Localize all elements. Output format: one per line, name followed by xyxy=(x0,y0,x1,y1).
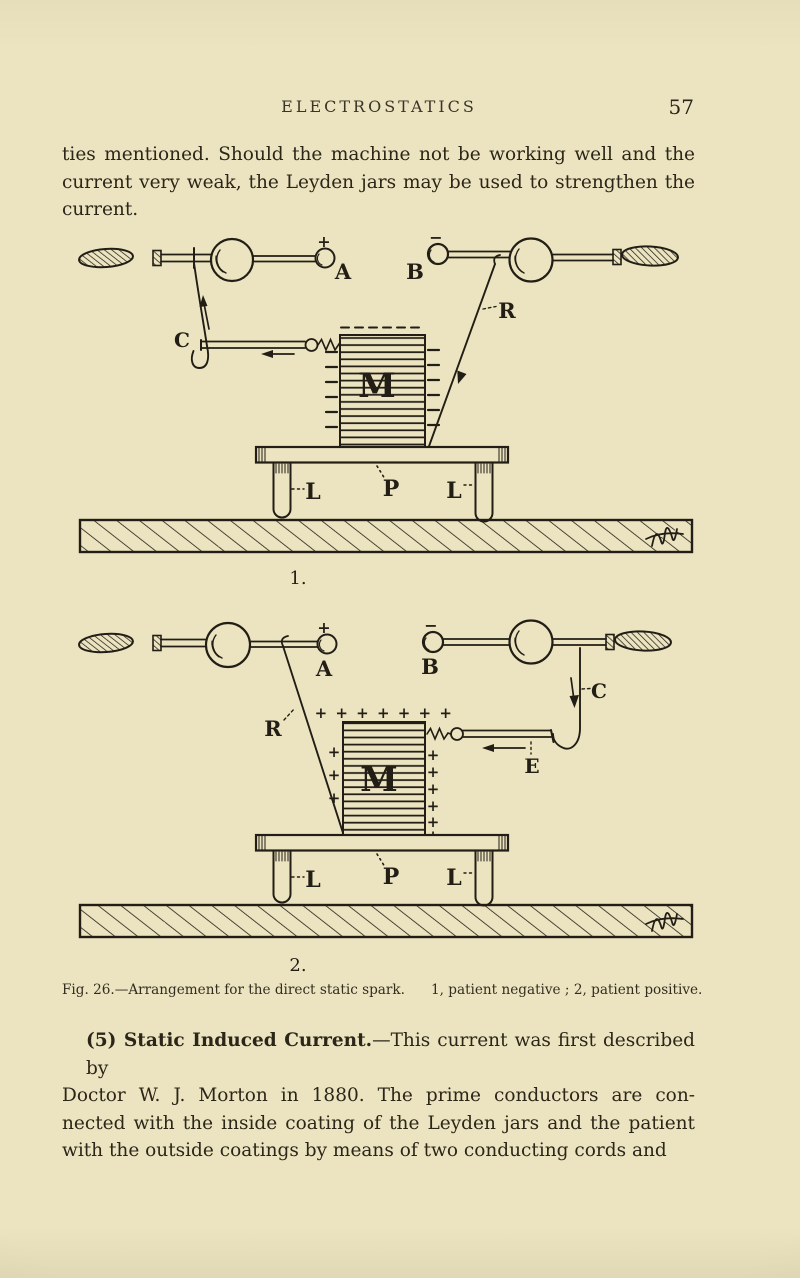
svg-text:+: + xyxy=(427,763,440,781)
label-leg-l-right: L xyxy=(446,865,461,891)
charge-sign-positive: + xyxy=(317,618,330,637)
figure-caption-key: 1, patient negative ; 2, patient positiv… xyxy=(430,982,703,998)
patient-body-block: M xyxy=(324,326,441,449)
artist-monogram xyxy=(645,912,684,932)
svg-text:+: + xyxy=(328,789,341,807)
page-number: 57 xyxy=(668,95,694,119)
negative-charge-marks-right xyxy=(426,348,441,427)
ground-floor xyxy=(78,903,694,939)
connecting-cord-r xyxy=(427,263,496,450)
page-header: ELECTROSTATICS 57 xyxy=(62,95,696,119)
cord-r: R xyxy=(264,635,344,834)
running-title: ELECTROSTATICS xyxy=(281,97,477,116)
glass-leg xyxy=(272,462,292,519)
electrode-handle xyxy=(78,247,134,269)
left-electrode: + A xyxy=(78,618,338,681)
label-electrode-a: A xyxy=(315,656,333,681)
charge-sign-negative: − xyxy=(424,616,437,635)
label-platform-p: P xyxy=(383,476,400,502)
label-cord-r: R xyxy=(264,716,282,741)
figure-caption-main: Fig. 26.—Arrangement for the direct stat… xyxy=(62,982,405,998)
label-arm-e: E xyxy=(524,754,539,778)
section-heading: (5) Static Induced Current. xyxy=(86,1030,373,1051)
positive-charge-marks-left: + + + xyxy=(328,743,341,807)
negative-charge-marks-left xyxy=(324,350,339,429)
text-line: current. xyxy=(62,199,139,221)
ground-floor xyxy=(78,518,694,554)
insulated-platform: L P L xyxy=(254,833,510,907)
spark-gap-zigzag xyxy=(317,337,341,353)
right-electrode: − B xyxy=(421,616,672,679)
electrode-handle xyxy=(621,245,679,267)
right-electrode: − B xyxy=(406,228,679,284)
handle-ferrule xyxy=(152,634,162,652)
platform-board xyxy=(254,833,510,852)
text-line: with the outside coatings by means of tw… xyxy=(62,1140,667,1162)
arrow-head xyxy=(482,744,494,752)
arm-ball xyxy=(304,338,319,352)
figure-caption: Fig. 26.—Arrangement for the direct stat… xyxy=(62,982,722,998)
text-run: —This current was first described by xyxy=(86,1030,695,1079)
diagram-number: 2. xyxy=(289,955,306,976)
svg-text:+: + xyxy=(427,813,440,831)
handle-ferrule xyxy=(612,248,622,266)
discharge-ball-a xyxy=(316,633,338,655)
label-patient-m: M xyxy=(358,366,396,406)
label-cord-r: R xyxy=(498,298,516,323)
connecting-cord-c xyxy=(552,647,581,750)
spark-gap-zigzag xyxy=(426,726,452,742)
handle-ferrule xyxy=(152,249,162,267)
label-cord-c: C xyxy=(174,328,190,352)
discharge-ball-a xyxy=(314,247,336,269)
platform-board xyxy=(254,445,510,464)
svg-text:+: + xyxy=(328,766,341,784)
arrow-head xyxy=(569,695,579,708)
cord-r: R xyxy=(427,254,516,450)
figure-diagram-1: + A C M − B xyxy=(78,228,694,589)
diagram-number: 1. xyxy=(289,568,306,589)
body-paragraph-bottom: (5) Static Induced Current.—This current… xyxy=(62,1027,695,1165)
label-leg-l-right: L xyxy=(446,478,461,504)
text-line: (5) Static Induced Current.—This current… xyxy=(62,1027,695,1082)
left-electrode: + A xyxy=(78,232,352,284)
insulated-platform: L P L xyxy=(254,445,510,523)
glass-leg xyxy=(272,850,292,904)
electrode-handle xyxy=(614,630,672,652)
discharge-ball-b xyxy=(421,630,445,654)
cord-c-and-arm: C E xyxy=(426,647,607,778)
discharge-ball-b xyxy=(426,242,450,266)
text-line: Doctor W. J. Morton in 1880. The prime c… xyxy=(62,1085,695,1107)
label-patient-m: M xyxy=(360,760,398,800)
text-line: nected with the inside coating of the Le… xyxy=(62,1112,695,1134)
label-cord-c: C xyxy=(591,679,607,703)
cord-c-and-arm: C xyxy=(174,262,341,369)
arm-ball xyxy=(450,727,464,741)
label-leg-l-left: L xyxy=(305,479,320,505)
label-electrode-b: B xyxy=(421,654,439,679)
charge-sign-positive: + xyxy=(317,232,330,251)
text-line: ties mentioned. Should the machine not b… xyxy=(62,144,695,165)
connecting-cord-r xyxy=(282,645,344,834)
patient-body-block: + + + + + + + + + + + + + + + + M xyxy=(315,704,454,845)
svg-text:+: + xyxy=(427,797,440,815)
label-platform-p: P xyxy=(383,864,400,890)
charge-sign-negative: − xyxy=(429,228,442,247)
label-leg-l-left: L xyxy=(305,867,320,893)
label-electrode-a: A xyxy=(334,259,352,284)
positive-charge-marks-right: + + + + + + xyxy=(427,746,440,845)
positive-charge-row: + + + + + + + xyxy=(315,704,454,722)
figure-diagram-2: + A R − B C E xyxy=(78,616,694,976)
handle-ferrule xyxy=(605,633,615,651)
arrow-head xyxy=(457,370,467,384)
label-electrode-b: B xyxy=(406,259,424,284)
text-line: current very weak, the Leyden jars may b… xyxy=(62,171,695,193)
svg-text:+: + xyxy=(328,743,341,761)
arrow-head xyxy=(261,350,273,358)
svg-text:+: + xyxy=(427,780,440,798)
body-paragraph-top: ties mentioned. Should the machine not b… xyxy=(62,141,695,224)
arrow-head xyxy=(199,295,208,307)
electrode-handle xyxy=(78,632,134,654)
svg-text:+: + xyxy=(427,746,440,764)
artist-monogram xyxy=(645,527,684,547)
